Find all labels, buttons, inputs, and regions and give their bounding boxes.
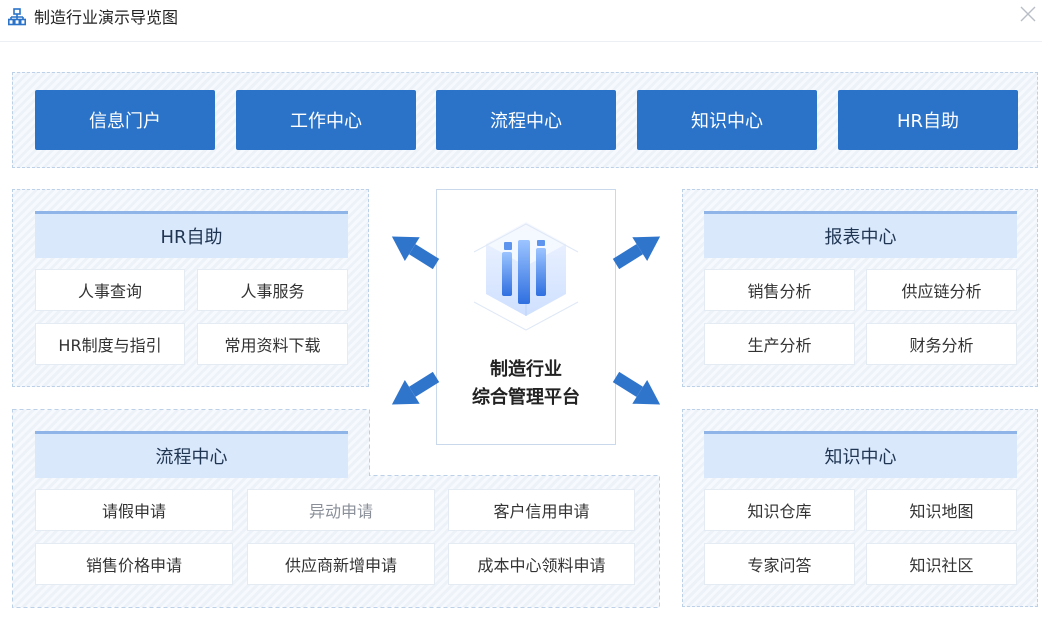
nav-button-process-center[interactable]: 流程中心	[436, 90, 616, 150]
arrow-to-hr-icon	[391, 236, 440, 270]
hr-item-policy-guide[interactable]: HR制度与指引	[35, 323, 185, 365]
hr-item-download[interactable]: 常用资料下载	[197, 323, 348, 365]
process-item-transfer[interactable]: 异动申请	[247, 489, 435, 531]
report-item-production[interactable]: 生产分析	[704, 323, 855, 365]
process-item-new-supplier[interactable]: 供应商新增申请	[247, 543, 435, 585]
nav-button-knowledge-center[interactable]: 知识中心	[637, 90, 817, 150]
knowledge-section-title: 知识中心	[704, 431, 1017, 478]
arrow-to-process-icon	[391, 371, 440, 405]
center-title-line2: 综合管理平台	[472, 387, 580, 408]
title-bar: 制造行业演示导览图	[0, 0, 1042, 42]
report-section-title: 报表中心	[704, 211, 1017, 258]
hr-item-personnel-query[interactable]: 人事查询	[35, 269, 185, 311]
window-title: 制造行业演示导览图	[34, 8, 179, 27]
sitemap-icon	[8, 8, 26, 26]
process-item-customer-credit[interactable]: 客户信用申请	[448, 489, 635, 531]
platform-3d-bars-icon	[473, 222, 579, 331]
process-section-title: 流程中心	[35, 431, 348, 478]
nav-button-work-center[interactable]: 工作中心	[236, 90, 416, 150]
process-item-leave[interactable]: 请假申请	[35, 489, 233, 531]
report-item-finance[interactable]: 财务分析	[866, 323, 1017, 365]
report-item-supply-chain[interactable]: 供应链分析	[866, 269, 1017, 311]
process-item-cost-center-material[interactable]: 成本中心领料申请	[448, 543, 635, 585]
report-item-sales[interactable]: 销售分析	[704, 269, 855, 311]
nav-button-hr-self-service[interactable]: HR自助	[838, 90, 1018, 150]
process-item-sales-price[interactable]: 销售价格申请	[35, 543, 233, 585]
arrow-to-knowledge-icon	[612, 371, 661, 405]
knowledge-item-community[interactable]: 知识社区	[866, 543, 1017, 585]
hr-item-personnel-service[interactable]: 人事服务	[197, 269, 348, 311]
knowledge-item-repository[interactable]: 知识仓库	[704, 489, 855, 531]
center-platform-title: 制造行业 综合管理平台	[436, 356, 616, 412]
close-icon[interactable]	[1016, 2, 1040, 26]
hr-section-title: HR自助	[35, 211, 348, 258]
knowledge-item-expert-qa[interactable]: 专家问答	[704, 543, 855, 585]
arrow-to-report-icon	[612, 236, 661, 270]
nav-button-info-portal[interactable]: 信息门户	[35, 90, 215, 150]
center-title-line1: 制造行业	[490, 359, 562, 380]
knowledge-item-map[interactable]: 知识地图	[866, 489, 1017, 531]
